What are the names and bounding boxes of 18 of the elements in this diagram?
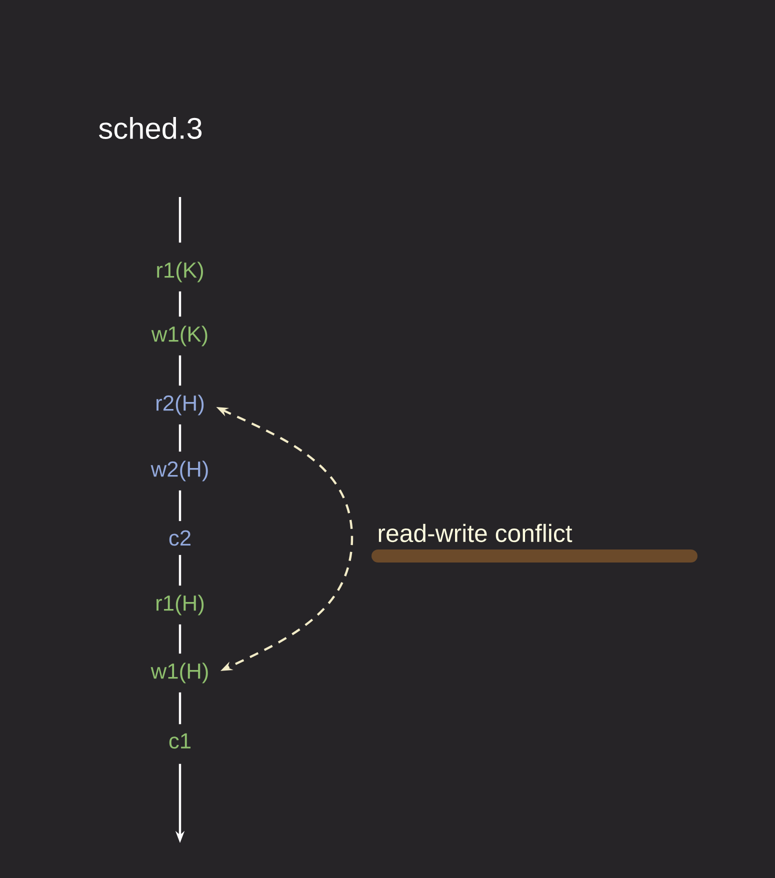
timeline-segment	[178, 424, 182, 452]
timeline-segment	[178, 355, 182, 386]
timeline-line	[178, 197, 182, 243]
annotation-text: read-write conflict	[378, 524, 572, 542]
operation-label: c2	[169, 530, 190, 546]
timeline-segment	[178, 490, 182, 522]
timeline-segment	[178, 624, 182, 654]
operation-label: c1	[169, 733, 190, 749]
timeline-segment	[178, 692, 182, 724]
operation-label: w1(H)	[150, 662, 208, 684]
operation-label: r2(H)	[156, 394, 204, 416]
operation-label: w1(K)	[151, 326, 208, 346]
timeline-segment	[178, 554, 182, 586]
timeline-segment	[178, 291, 182, 317]
operation-label: w2(H)	[150, 460, 208, 482]
operation-label: r1(H)	[156, 594, 204, 616]
operation-label: r1(K)	[157, 262, 203, 282]
title: sched.3	[99, 117, 202, 139]
